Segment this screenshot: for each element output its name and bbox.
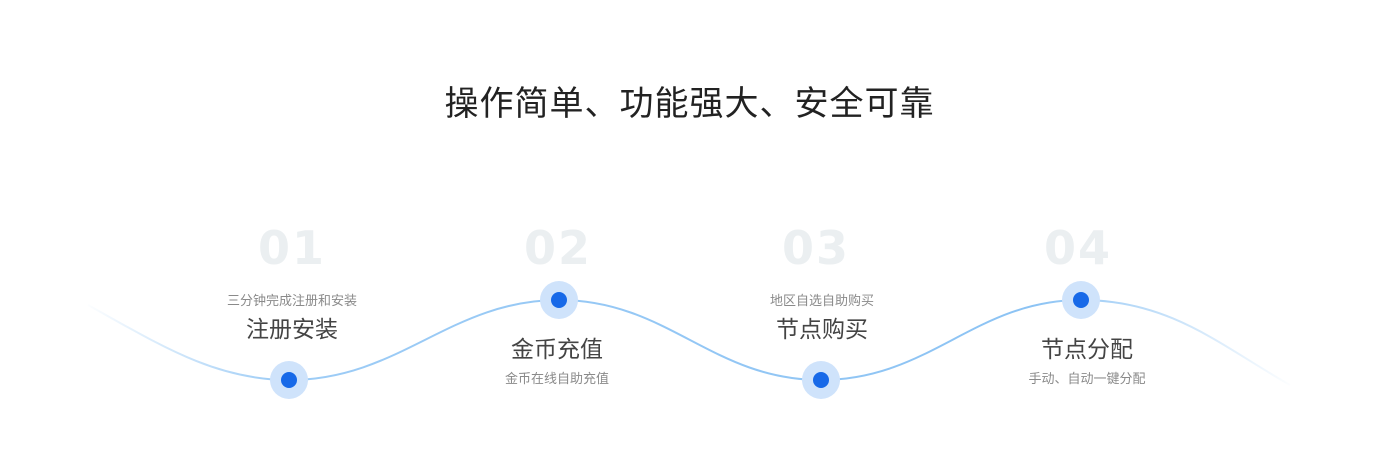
step-dot-4 <box>1062 281 1100 319</box>
step-name: 节点购买 <box>776 317 868 343</box>
step-number-4: 04 <box>1043 221 1112 275</box>
step-item-1: 三分钟完成注册和安装 注册安装 <box>162 293 422 345</box>
step-description: 三分钟完成注册和安装 <box>226 294 357 309</box>
step-item-4: 节点分配 手动、自动一键分配 <box>957 335 1217 389</box>
step-number-1: 01 <box>257 221 326 275</box>
step-number-3: 03 <box>781 221 850 275</box>
section-title: 操作简单、功能强大、安全可靠 <box>444 84 935 124</box>
step-dot-1 <box>270 361 308 399</box>
step-description: 金币在线自助充值 <box>504 372 609 387</box>
step-name: 注册安装 <box>246 317 338 343</box>
step-description: 手动、自动一键分配 <box>1028 372 1146 387</box>
step-item-3: 地区自选自助购买 节点购买 <box>692 293 952 345</box>
step-dot-2 <box>540 281 578 319</box>
step-item-2: 金币充值 金币在线自助充值 <box>427 335 687 389</box>
step-number-2: 02 <box>523 221 592 275</box>
step-description: 地区自选自助购买 <box>769 294 874 309</box>
step-dot-3 <box>802 361 840 399</box>
step-name: 金币充值 <box>511 337 603 363</box>
step-name: 节点分配 <box>1041 337 1133 363</box>
